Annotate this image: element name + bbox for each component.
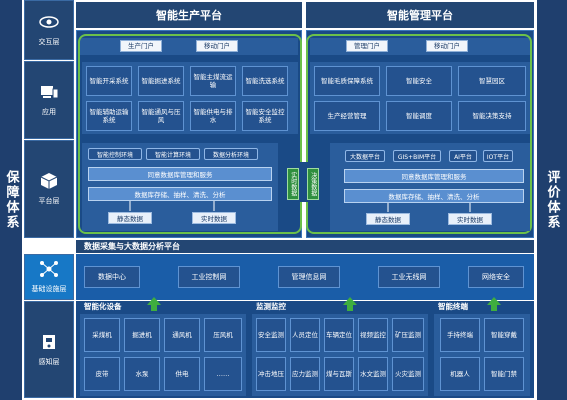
group-terminals-title: 智能终端: [438, 302, 468, 311]
layer-interaction: 交互层: [24, 0, 74, 60]
app-intelligent-dispatch[interactable]: 智能调度: [386, 101, 452, 131]
upload-arrow-3: [487, 297, 501, 305]
device-shearer[interactable]: 采煤机: [84, 318, 120, 352]
decision-data-badge: 决策数据: [307, 168, 319, 200]
upload-arrow-2: [343, 297, 357, 305]
data-collection-header: 数据采集与大数据分析平台: [76, 240, 534, 253]
chip-analysis-environment[interactable]: 数据分析环境: [204, 148, 258, 160]
realtime-data-pill-right[interactable]: 实时数据: [448, 213, 492, 225]
app-intelligent-safety[interactable]: 智能安全: [386, 66, 452, 96]
static-data-pill-right[interactable]: 静态数据: [366, 213, 410, 225]
device-more[interactable]: ……: [204, 357, 242, 391]
monitor-fire[interactable]: 火灾监测: [392, 357, 424, 391]
app-main-coal-transport[interactable]: 智能主煤流运输: [190, 66, 236, 96]
production-portal-button[interactable]: 生产门户: [120, 40, 162, 52]
layer-platform: 平台层: [24, 140, 74, 238]
device-air-compressor[interactable]: 压风机: [204, 318, 242, 352]
network-icon: [40, 261, 58, 277]
layer-infrastructure-label: 基础设施层: [31, 285, 67, 293]
app-quality-assurance[interactable]: 智能毛质保障系统: [314, 66, 380, 96]
eye-icon: [39, 16, 59, 28]
monitor-coal-gas[interactable]: 煤与瓦斯: [324, 357, 354, 391]
monitor-safety[interactable]: 安全监测: [256, 318, 286, 352]
layer-application: 应用: [24, 61, 74, 139]
database-service-row-right: 同意数据库管理和服务: [344, 169, 524, 183]
app-safety-monitoring[interactable]: 智能安全监控系统: [242, 101, 288, 131]
app-decision-support[interactable]: 智能决策支持: [458, 101, 526, 131]
management-highlight-frame: [306, 34, 532, 234]
monitor-video[interactable]: 视频监控: [358, 318, 388, 352]
mobile-portal-button-right[interactable]: 移动门户: [426, 40, 468, 52]
chip-ai-platform[interactable]: AI平台: [449, 150, 477, 162]
device-pump[interactable]: 水泵: [124, 357, 160, 391]
group-intelligent-equipment-title: 智能化设备: [84, 302, 122, 311]
chip-gis-bim-platform[interactable]: GIS+BIM平台: [393, 150, 441, 162]
database-service-row-left: 同意数据库管理和服务: [88, 167, 272, 181]
infra-data-center[interactable]: 数据中心: [84, 266, 140, 288]
layer-application-label: 应用: [42, 108, 56, 116]
chip-compute-environment[interactable]: 智能计算环境: [146, 148, 200, 160]
monitor-rockburst[interactable]: 冲击地压: [256, 357, 286, 391]
infra-industrial-control-network[interactable]: 工业控制网: [178, 266, 240, 288]
upload-arrow-3-stem: [491, 305, 497, 311]
terminal-wearable[interactable]: 智能穿戴: [484, 318, 524, 352]
terminal-access-control[interactable]: 智能门禁: [484, 357, 524, 391]
production-highlight-frame: [78, 34, 302, 234]
terminal-robot[interactable]: 机器人: [440, 357, 480, 391]
cube-icon: [40, 173, 58, 189]
device-roadheader[interactable]: 掘进机: [124, 318, 160, 352]
evaluation-system-label: 评价体系: [544, 170, 560, 230]
infra-network-security[interactable]: 网络安全: [468, 266, 524, 288]
devices-icon: [41, 86, 59, 99]
layer-interaction-label: 交互层: [38, 38, 60, 46]
monitor-vehicle-location[interactable]: 车辆定位: [324, 318, 354, 352]
guarantee-system-bar: 保障体系: [0, 0, 22, 400]
app-production-management[interactable]: 生产经营管理: [314, 101, 380, 131]
chip-control-environment[interactable]: 智能控制环境: [88, 148, 142, 160]
management-platform-title: 智能管理平台: [306, 2, 534, 28]
upload-arrow-2-stem: [347, 305, 353, 311]
mobile-portal-button-left[interactable]: 移动门户: [196, 40, 238, 52]
app-smart-park[interactable]: 智慧园区: [458, 66, 526, 96]
layer-platform-label: 平台层: [38, 197, 60, 205]
upload-arrow-1: [147, 297, 161, 305]
device-ventilator[interactable]: 通风机: [164, 318, 200, 352]
sensor-icon: [43, 334, 55, 349]
infra-management-info-network[interactable]: 管理信息网: [278, 266, 340, 288]
flow-arrows-right: [387, 203, 471, 212]
device-power-supply[interactable]: 供电: [164, 357, 200, 391]
group-monitoring-title: 监测监控: [256, 302, 286, 311]
app-power-drainage[interactable]: 智能供电与排水: [190, 101, 236, 131]
flow-arrows-left: [129, 201, 215, 211]
upload-arrow-1-stem: [151, 305, 157, 311]
app-intelligent-mining[interactable]: 智能开采系统: [86, 66, 132, 96]
layer-perception: 感知层: [24, 301, 74, 398]
monitor-stress[interactable]: 应力监测: [290, 357, 320, 391]
app-auxiliary-transport[interactable]: 智能辅助运输系统: [86, 101, 132, 131]
realtime-data-pill-left[interactable]: 实时数据: [192, 212, 236, 224]
infra-industrial-wireless-network[interactable]: 工业无线网: [378, 266, 440, 288]
terminal-handheld[interactable]: 手持终端: [440, 318, 480, 352]
layer-perception-label: 感知层: [38, 357, 60, 366]
data-processing-row-right: 数据库存储、抽样、清洗、分析: [344, 189, 524, 203]
monitor-hydrology[interactable]: 水文监测: [358, 357, 388, 391]
static-data-pill-left[interactable]: 静态数据: [108, 212, 152, 224]
app-coal-washing[interactable]: 智能洗选系统: [242, 66, 288, 96]
evaluation-system-bar: 评价体系: [537, 0, 567, 400]
chip-bigdata-platform[interactable]: 大数据平台: [345, 150, 385, 162]
data-processing-row-left: 数据库存储、抽样、清洗、分析: [88, 187, 272, 201]
app-intelligent-tunneling[interactable]: 智能掘进系统: [138, 66, 184, 96]
layer-infrastructure: 基础设施层: [24, 254, 74, 300]
app-ventilation-compression[interactable]: 智能通风与压风: [138, 101, 184, 131]
device-belt[interactable]: 皮带: [84, 357, 120, 391]
chip-iot-platform[interactable]: IOT平台: [483, 150, 513, 162]
guarantee-system-label: 保障体系: [3, 170, 19, 230]
monitor-personnel-location[interactable]: 人员定位: [290, 318, 320, 352]
production-platform-title: 智能生产平台: [76, 2, 302, 28]
realtime-data-badge: 实时数据: [287, 168, 299, 200]
management-portal-button[interactable]: 管理门户: [346, 40, 388, 52]
monitor-ground-pressure[interactable]: 矿压监测: [392, 318, 424, 352]
